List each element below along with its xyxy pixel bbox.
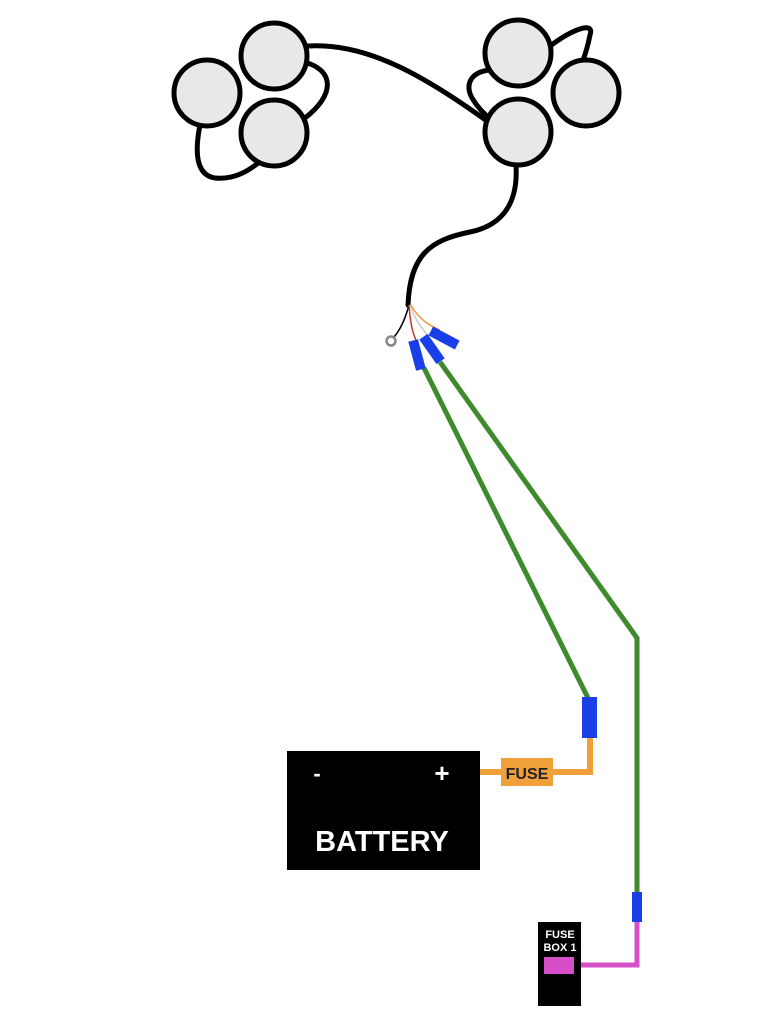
connector-icon <box>408 339 426 371</box>
harness-wire-right-left <box>466 67 495 123</box>
lamp-group-left <box>171 20 310 169</box>
inline-fuse[interactable] <box>501 758 553 786</box>
fuse-box-wire <box>575 922 640 968</box>
fuse-box-label-line2: BOX 1 <box>543 942 576 954</box>
connector-icon <box>582 697 597 738</box>
connector-icon <box>632 892 642 922</box>
connector-icon <box>419 333 445 365</box>
harness-wire-left-top <box>301 59 330 121</box>
extension-wire-fusebox <box>437 360 640 893</box>
lamp-icon <box>482 96 554 168</box>
lamp-group-right <box>482 17 622 168</box>
battery-label: BATTERY <box>315 826 449 858</box>
extension-wire-battery <box>421 366 591 700</box>
connectors <box>408 326 642 922</box>
lamp-icon <box>482 17 554 89</box>
lamp-icon <box>550 57 622 129</box>
fuse-box-slot[interactable] <box>544 957 574 974</box>
harness-wire-right-top <box>542 25 594 63</box>
harness-wire-link <box>305 43 497 129</box>
red-wire <box>408 304 417 341</box>
extension-wires <box>421 360 640 893</box>
lamp-icon <box>238 20 310 92</box>
battery[interactable] <box>287 751 480 870</box>
lamp-icon <box>171 57 243 129</box>
lamp-icon <box>238 97 310 169</box>
harness-wire-left-bottom <box>194 122 265 181</box>
lamp-harness <box>194 25 594 308</box>
fuse-box-label-line1: FUSE <box>545 929 574 941</box>
connector-icon <box>428 326 460 350</box>
harness-main-cable <box>405 163 519 308</box>
battery-negative-terminal: - <box>313 761 320 786</box>
ground-wire <box>393 304 410 338</box>
white-wire <box>409 304 429 337</box>
ring-terminal-icon <box>385 335 397 347</box>
inline-fuse-label: FUSE <box>506 766 549 783</box>
battery-positive-terminal: + <box>434 758 449 788</box>
